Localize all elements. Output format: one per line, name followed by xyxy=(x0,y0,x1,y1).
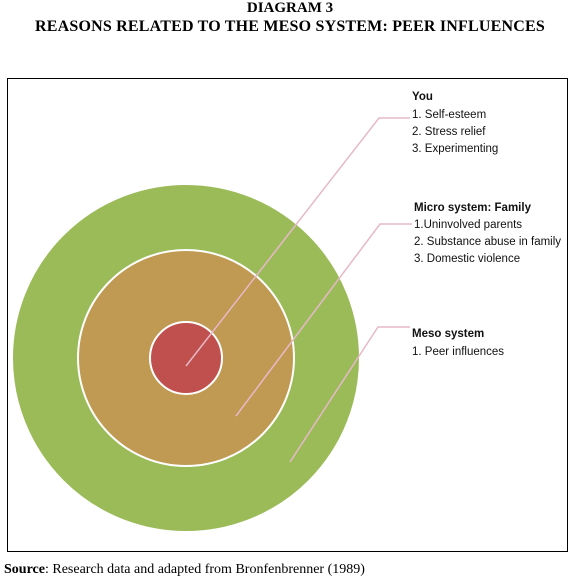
diagram-frame xyxy=(7,78,568,552)
diagram-number: DIAGRAM 3 xyxy=(246,0,334,16)
you-label-title: You xyxy=(412,91,433,103)
diagram-title: REASONS RELATED TO THE MESO SYSTEM: PEER… xyxy=(34,18,546,35)
micro-label-item: 1.Uninvolved parents xyxy=(414,219,522,231)
meso-label-title: Meso system xyxy=(412,328,484,340)
micro-label-title: Micro system: Family xyxy=(414,202,532,214)
you-label-item: 3. Experimenting xyxy=(412,143,498,155)
you-label-item: 1. Self-esteem xyxy=(412,109,486,121)
source-note: Source: Research data and adapted from B… xyxy=(4,562,365,578)
micro-label-item: 2. Substance abuse in family xyxy=(414,236,561,248)
micro-label-item: 3. Domestic violence xyxy=(414,253,520,265)
source-label: Source xyxy=(4,562,45,577)
micro-leader-line xyxy=(235,223,412,417)
meso-leader-line xyxy=(289,326,410,463)
you-leader-line xyxy=(185,117,410,367)
you-label-item: 2. Stress relief xyxy=(412,126,486,138)
you-circle xyxy=(149,321,223,395)
meso-label-item: 1. Peer influences xyxy=(412,346,504,358)
source-text: : Research data and adapted from Bronfen… xyxy=(44,562,365,577)
